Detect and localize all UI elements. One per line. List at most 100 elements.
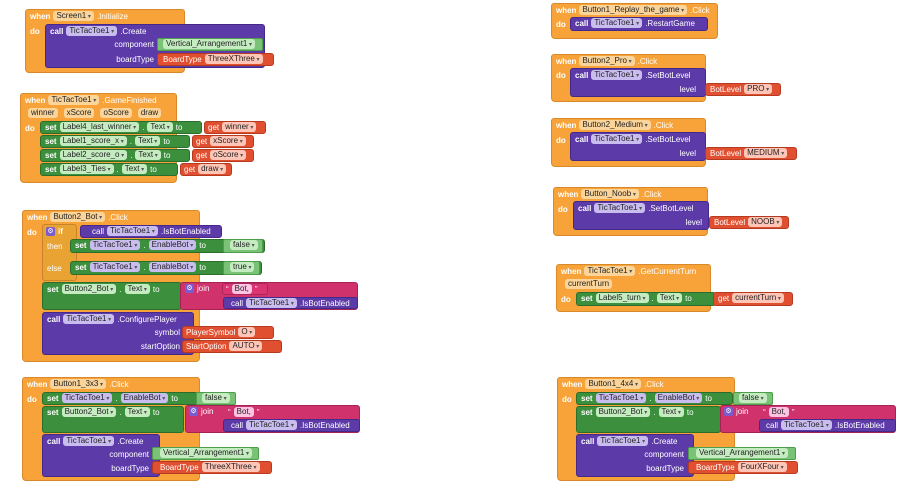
object-dropdown[interactable]: TicTacToe1 — [594, 203, 646, 213]
variable-dropdown[interactable]: xScore — [210, 136, 246, 146]
label-dropdown[interactable]: Label5_turn — [595, 293, 649, 303]
param-draw[interactable]: draw — [137, 108, 162, 118]
property-dropdown[interactable]: Text — [147, 122, 173, 132]
component-dropdown[interactable]: Button2_Pro — [579, 56, 635, 66]
to-keyword: to — [705, 393, 712, 403]
set-keyword: set — [47, 407, 59, 417]
when-keyword: when — [556, 120, 577, 130]
event-header: when Button_Noob .Click — [558, 189, 661, 199]
object-dropdown[interactable]: TicTacToe1 — [591, 134, 643, 144]
when-keyword: when — [30, 11, 51, 21]
param-oscore[interactable]: oScore — [100, 108, 132, 118]
component-dropdown[interactable]: Button2_Bot — [50, 212, 106, 222]
component-dropdown[interactable]: Button_Noob — [581, 189, 639, 199]
component-dropdown[interactable]: Screen1 — [53, 11, 94, 21]
object-dropdown[interactable]: TicTacToe1 — [595, 393, 647, 403]
param-winner[interactable]: winner — [28, 108, 58, 118]
boolean-dropdown[interactable]: true — [230, 262, 255, 272]
event-name: .Click — [653, 120, 674, 130]
property-dropdown[interactable]: Text — [135, 150, 161, 160]
enum-value-dropdown[interactable]: FourXFour — [737, 462, 787, 472]
component-param-label: component — [114, 40, 154, 49]
variable-dropdown[interactable]: winner — [222, 122, 257, 132]
property-dropdown[interactable]: Text — [124, 407, 150, 417]
enum-value-dropdown[interactable]: MEDIUM — [744, 148, 788, 158]
to-keyword: to — [171, 393, 178, 403]
component-dropdown[interactable]: Button1_3x3 — [50, 379, 107, 389]
string-value[interactable]: Bot, — [231, 284, 252, 294]
when-keyword: when — [556, 56, 577, 66]
object-dropdown[interactable]: TicTacToe1 — [591, 70, 643, 80]
when-keyword: when — [27, 379, 48, 389]
event-name: .Click — [644, 379, 664, 389]
gear-icon[interactable]: ⚙ — [724, 407, 733, 416]
label-dropdown[interactable]: Label3_Ties — [59, 164, 114, 174]
variable-dropdown[interactable]: currentTurn — [732, 293, 784, 303]
object-dropdown[interactable]: TicTacToe1 — [597, 436, 649, 446]
button-dropdown[interactable]: Button2_Bot — [61, 407, 117, 417]
object-dropdown[interactable]: TicTacToe1 — [89, 262, 141, 272]
label-dropdown[interactable]: Label1_score_x — [59, 136, 127, 146]
gear-icon[interactable]: ⚙ — [185, 284, 194, 293]
object-dropdown[interactable]: TicTacToe1 — [107, 226, 158, 236]
property-dropdown[interactable]: Text — [134, 136, 161, 146]
component-dropdown[interactable]: TicTacToe1 — [584, 266, 636, 276]
variable-dropdown[interactable]: oScore — [210, 150, 247, 160]
object-dropdown[interactable]: TicTacToe1 — [63, 436, 115, 446]
enum-type: BotLevel — [710, 148, 742, 158]
property-dropdown[interactable]: EnableBot — [120, 393, 169, 403]
method-name: .ConfigurePlayer — [117, 314, 177, 324]
string-value[interactable]: Bot, — [768, 407, 789, 417]
gear-icon[interactable]: ⚙ — [46, 227, 55, 236]
object-dropdown[interactable]: TicTacToe1 — [89, 240, 141, 250]
enum-value-dropdown[interactable]: NOOB — [748, 217, 783, 227]
arrangement-dropdown[interactable]: Vertical_Arrangement1 — [160, 448, 253, 458]
boolean-dropdown[interactable]: false — [202, 393, 230, 403]
string-value[interactable]: Bot, — [233, 407, 254, 417]
gear-icon[interactable]: ⚙ — [189, 407, 198, 416]
component-dropdown[interactable]: TicTacToe1 — [48, 95, 100, 105]
arrangement-dropdown[interactable]: Vertical_Arrangement1 — [696, 448, 789, 458]
set-keyword: set — [581, 393, 593, 403]
property-dropdown[interactable]: Text — [121, 164, 148, 174]
enum-value-dropdown[interactable]: ThreeXThree — [201, 462, 260, 472]
set-keyword: set — [45, 164, 57, 174]
boolean-dropdown[interactable]: false — [739, 393, 767, 403]
enum-value-dropdown[interactable]: O — [238, 327, 256, 337]
component-dropdown[interactable]: Button1_Replay_the_game — [579, 5, 688, 15]
variable-dropdown[interactable]: draw — [198, 164, 227, 174]
call-keyword: call — [581, 436, 595, 446]
object-dropdown[interactable]: TicTacToe1 — [63, 314, 115, 324]
enum-value-dropdown[interactable]: AUTO — [229, 341, 263, 351]
button-dropdown[interactable]: Button2_Bot — [595, 407, 651, 417]
arrangement-dropdown[interactable]: Vertical_Arrangement1 — [163, 39, 256, 49]
to-keyword: to — [163, 150, 171, 160]
enum-value-dropdown[interactable]: PRO — [744, 84, 773, 94]
property-dropdown[interactable]: Text — [656, 293, 683, 303]
object-dropdown[interactable]: TicTacToe1 — [61, 393, 113, 403]
param-xscore[interactable]: xScore — [63, 108, 95, 118]
object-dropdown[interactable]: TicTacToe1 — [781, 420, 832, 430]
object-dropdown[interactable]: TicTacToe1 — [66, 26, 118, 36]
component-dropdown[interactable]: Button1_4x4 — [585, 379, 642, 389]
object-dropdown[interactable]: TicTacToe1 — [246, 420, 297, 430]
property-dropdown[interactable]: EnableBot — [148, 240, 197, 250]
object-dropdown[interactable]: TicTacToe1 — [246, 298, 297, 308]
property-dropdown[interactable]: Text — [658, 407, 684, 417]
property-dropdown[interactable]: EnableBot — [148, 262, 197, 272]
property-dropdown[interactable]: EnableBot — [654, 393, 703, 403]
button-dropdown[interactable]: Button2_Bot — [61, 284, 117, 294]
label-dropdown[interactable]: Label4_last_winner — [59, 122, 140, 132]
object-dropdown[interactable]: TicTacToe1 — [591, 18, 643, 28]
set-keyword: set — [75, 240, 87, 250]
param-currentturn[interactable]: currentTurn — [565, 279, 613, 289]
label-dropdown[interactable]: Label2_score_o — [59, 150, 128, 160]
call-keyword: call — [766, 420, 779, 430]
property-dropdown[interactable]: Text — [124, 284, 150, 294]
component-dropdown[interactable]: Button2_Medium — [579, 120, 651, 130]
get-keyword: get — [184, 164, 196, 174]
boolean-dropdown[interactable]: false — [230, 240, 258, 250]
enum-value-dropdown[interactable]: ThreeXThree — [204, 54, 263, 64]
get-keyword: get — [196, 150, 208, 160]
